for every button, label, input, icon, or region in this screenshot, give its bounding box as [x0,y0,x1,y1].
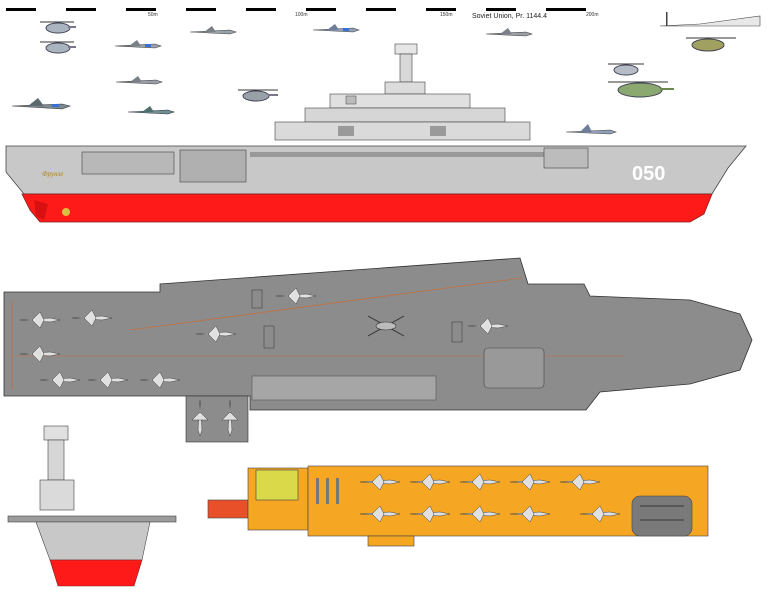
landing-centreline [129,277,523,331]
parked-jet-icon [191,399,209,437]
hangar-workshop [255,469,299,501]
helicopter-icon [608,81,674,98]
hangar-jet-icon [559,473,601,491]
hull-number: 050 [632,163,665,185]
parked-jet-icon [19,345,61,363]
scale-tick-150: 150m [440,12,453,18]
propeller-icon [62,208,70,216]
scale-tick-100: 100m [295,12,308,18]
fighter-jet-icon [115,76,163,85]
hangar-stern-block [207,499,249,519]
parked-jet-icon [19,311,61,329]
parked-jet-icon [87,371,129,389]
deck-marker [451,321,463,343]
hull-deck-line [250,152,550,157]
fighter-jet-icon [189,26,237,35]
hangar-jet-icon [579,505,621,523]
hangar-jet-icon [359,473,401,491]
hull-sponson [543,147,589,169]
helicopter-icon [40,21,76,34]
hangar-jet-icon [459,505,501,523]
elevator [251,375,437,401]
hangar-jet-icon [409,473,451,491]
fighter-jet-icon [565,124,617,135]
bow-waterline [49,559,143,587]
stored-missiles-icon [316,478,339,504]
fighter-jet-icon [127,106,175,115]
hangar-jet-icon [509,473,551,491]
parked-jet-icon [467,317,509,335]
helicopter-icon [238,89,278,102]
ship-name: Фрунзе [42,170,63,178]
hangar-plan-view [207,465,709,547]
hangar-jet-icon [459,473,501,491]
parked-jet-icon [195,325,237,343]
flight-deck [3,257,753,411]
hangar-helicopter-icon [640,505,684,521]
air-wing [11,12,761,135]
fighter-jet-icon [485,28,533,37]
ski-jump-inset [659,12,761,27]
bow-hull [35,521,151,561]
side-profile-view: 050 Фрунзе [5,43,747,223]
fighter-jet-icon [11,98,72,110]
scale-tick-200: 200m [586,12,599,18]
hangar-jet-icon [359,505,401,523]
drawing-caption: Soviet Union, Pr. 1144.4 [472,13,547,20]
scale-tick-50: 50m [148,12,158,18]
deck-helicopter-icon [367,315,405,337]
helicopter-icon [686,37,736,52]
helicopter-icon [40,41,76,54]
bow-flight-deck [7,515,177,523]
bow-view [7,425,177,587]
parked-jet-icon [39,371,81,389]
hangar-step [367,535,415,547]
parked-jet-icon [71,309,113,327]
deck-marker [263,325,275,349]
hangar-opening [179,149,247,183]
rudder [34,200,48,220]
flight-deck-plan-view [3,257,753,443]
hangar-opening [81,151,175,175]
helicopter-icon [608,63,644,76]
island-superstructure [274,43,531,141]
hangar-jet-icon [509,505,551,523]
fighter-jet-icon [312,24,360,33]
hangar-jet-icon [409,505,451,523]
deck-marker [251,289,263,309]
scale-bar: 50m 100m 150m 200m Soviet Union, Pr. 114… [6,8,599,20]
hangar-helicopter-bay [631,495,693,537]
parked-jet-icon [221,399,239,437]
hull-waterline [21,193,713,223]
fighter-jet-icon [114,40,162,49]
parked-jet-icon [275,287,317,305]
parked-jet-icon [139,371,181,389]
island-footprint [483,347,545,389]
